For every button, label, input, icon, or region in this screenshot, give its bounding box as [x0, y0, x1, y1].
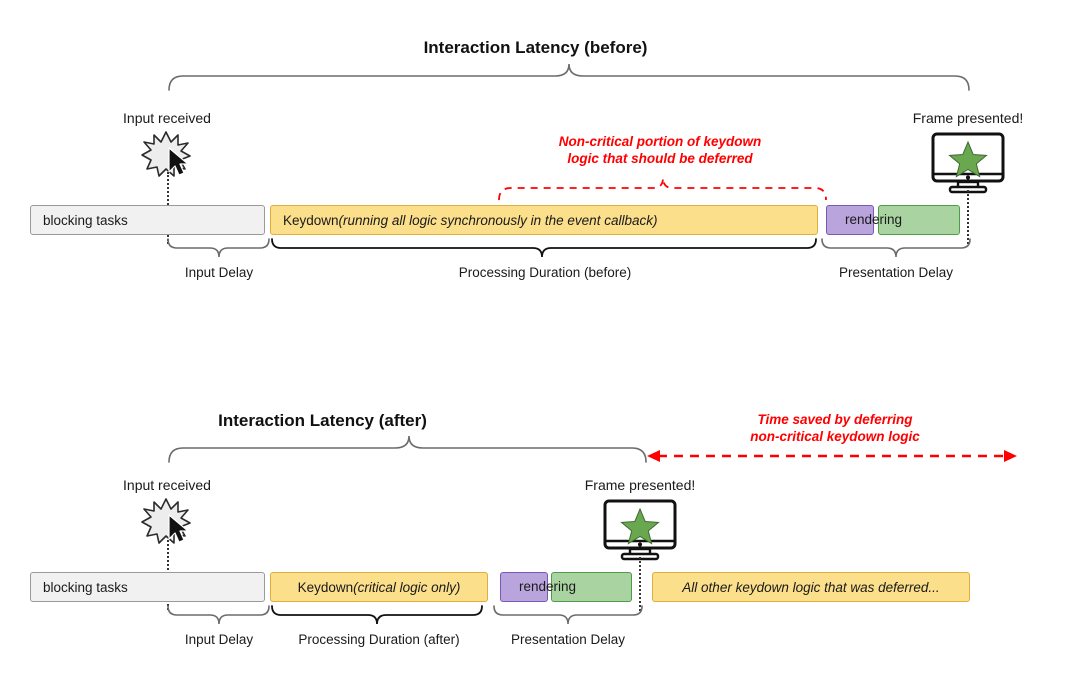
cursor-icon	[168, 514, 192, 545]
star-icon	[620, 507, 660, 545]
frame-guide-line-after	[639, 557, 641, 611]
latency-brace-before	[160, 62, 980, 92]
phase-label-presentation-after: Presentation Delay	[510, 632, 626, 647]
annotation-time-saved-after: Time saved by deferring non-critical key…	[750, 412, 920, 444]
monitor-icon	[597, 499, 683, 563]
phase-brace-input-delay-after	[164, 605, 274, 627]
bar-rendering-purple-after	[500, 572, 548, 602]
frame-presented-label-before: Frame presented!	[912, 110, 1024, 126]
section-title-after: Interaction Latency (after)	[218, 411, 427, 430]
bar-rendering-label-before: rendering	[845, 212, 903, 227]
latency-brace-after	[160, 434, 660, 464]
bar-blocking-tasks-before: blocking tasks	[30, 205, 265, 235]
bar-keydown-before: Keydown (running all logic synchronously…	[270, 205, 818, 235]
bar-blocking-tasks-after: blocking tasks	[30, 572, 265, 602]
phase-label-presentation-before: Presentation Delay	[838, 265, 954, 280]
phase-label-input-delay-before: Input Delay	[184, 265, 254, 280]
bar-keydown-prefix-after: Keydown	[297, 579, 354, 595]
section-title-before: Interaction Latency (before)	[423, 38, 648, 57]
phase-brace-presentation-before	[818, 238, 974, 260]
frame-guide-line-before	[967, 190, 969, 244]
bar-rendering-green-after	[551, 572, 632, 602]
bar-deferred-keydown-after: All other keydown logic that was deferre…	[652, 572, 970, 602]
bar-rendering-purple-before	[826, 205, 874, 235]
bar-rendering-label-after: rendering	[519, 579, 577, 594]
input-received-label-before: Input received	[123, 110, 211, 126]
phase-brace-processing-before	[268, 238, 824, 260]
bar-keydown-after: Keydown (critical logic only)	[270, 572, 488, 602]
phase-brace-processing-after	[268, 605, 494, 627]
bar-keydown-detail-before: (running all logic synchronously in the …	[338, 212, 658, 228]
phase-label-input-delay-after: Input Delay	[184, 632, 254, 647]
bar-deferred-label-after: All other keydown logic that was deferre…	[682, 579, 940, 595]
bar-keydown-prefix-before: Keydown	[283, 212, 339, 228]
time-saved-arrow-after	[645, 446, 1025, 466]
input-received-label-after: Input received	[123, 477, 211, 493]
star-icon	[948, 140, 988, 178]
bar-keydown-detail-after: (critical logic only)	[353, 579, 461, 595]
phase-label-processing-after: Processing Duration (after)	[298, 632, 460, 647]
annotation-brace-before	[495, 176, 830, 202]
annotation-noncritical-before: Non-critical portion of keydown logic th…	[558, 134, 762, 166]
cursor-icon	[168, 147, 192, 178]
bar-rendering-green-before	[878, 205, 960, 235]
monitor-icon	[925, 132, 1011, 196]
phase-label-processing-before: Processing Duration (before)	[458, 265, 632, 280]
frame-presented-label-after: Frame presented!	[584, 477, 696, 493]
phase-brace-presentation-after	[490, 605, 648, 627]
phase-brace-input-delay-before	[164, 238, 274, 260]
